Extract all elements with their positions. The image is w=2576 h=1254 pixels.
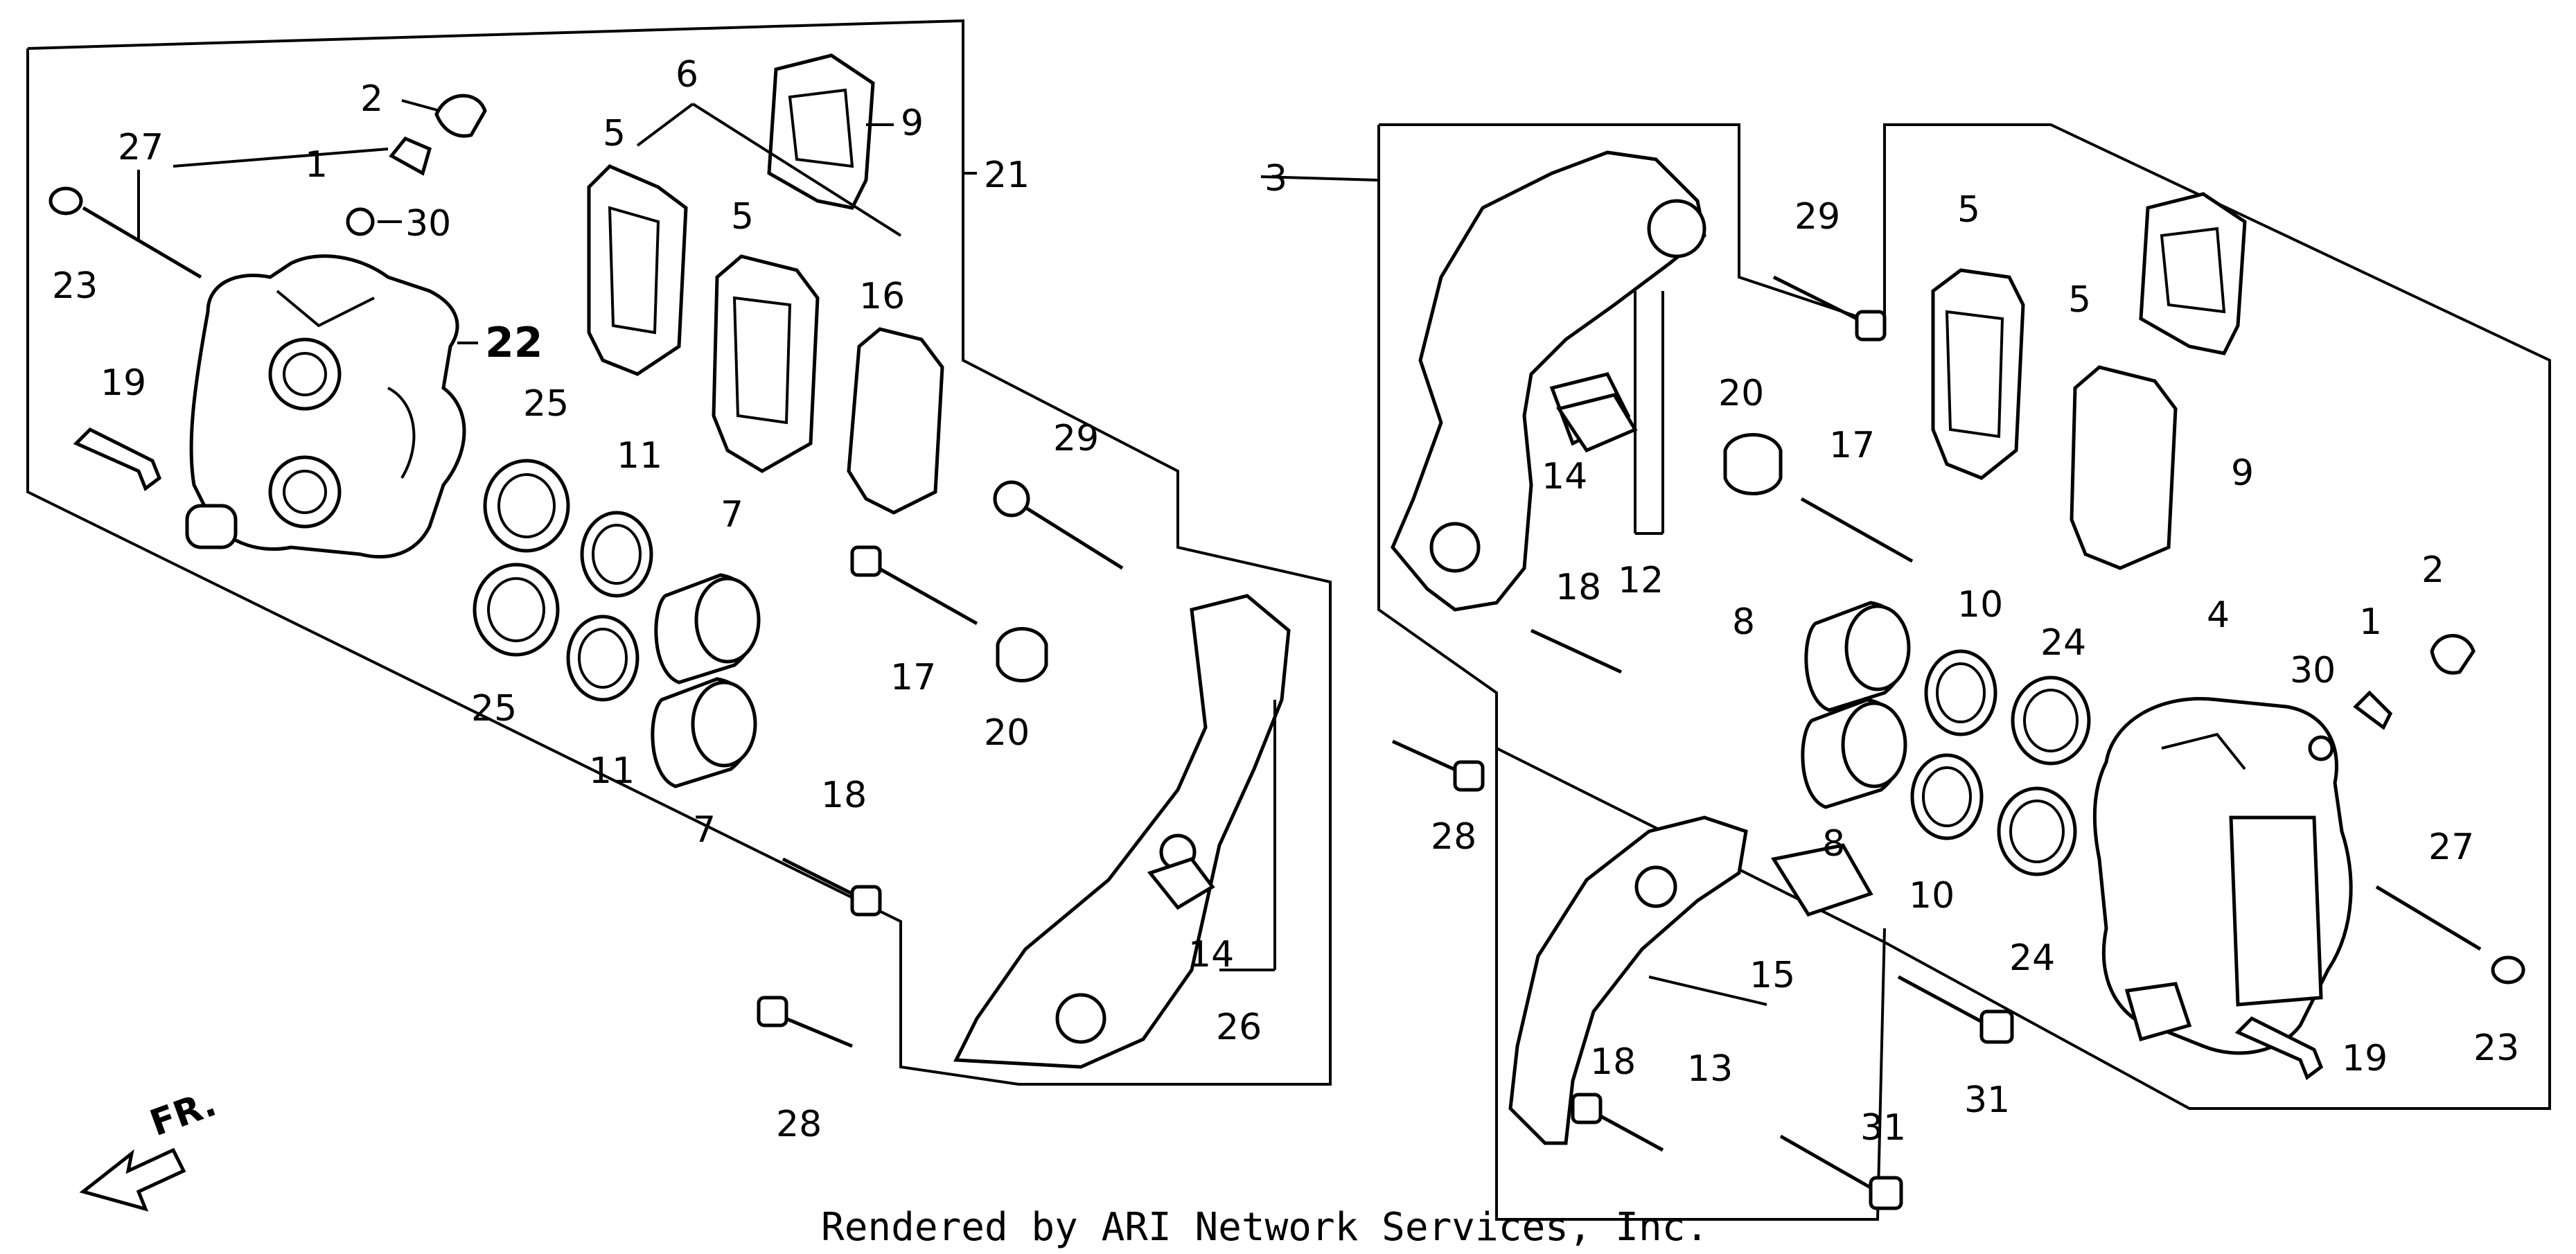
right-lower-bracket xyxy=(1508,393,1873,1152)
front-direction-label: FR. xyxy=(145,1083,222,1145)
label-23-right: 23 xyxy=(2473,1027,2519,1069)
label-21: 21 xyxy=(984,154,1030,196)
label-10-a: 10 xyxy=(1957,584,2003,626)
front-arrow-icon xyxy=(79,1147,186,1212)
label-20-left: 20 xyxy=(984,712,1030,754)
label-18-right-b: 18 xyxy=(1590,1041,1636,1083)
label-26: 26 xyxy=(1216,1007,1262,1048)
label-12: 12 xyxy=(1618,560,1664,601)
right-misc-parts xyxy=(1779,634,2525,1210)
render-credit: Rendered by ARI Network Services, Inc. xyxy=(821,1205,1709,1250)
label-1-right: 1 xyxy=(2359,601,2382,643)
right-caliper-body xyxy=(2092,697,2353,1055)
front-direction-indicator: FR. xyxy=(79,1083,222,1212)
label-7-b: 7 xyxy=(693,809,716,851)
label-5-right-a: 5 xyxy=(1957,189,1980,231)
label-28-left: 28 xyxy=(776,1104,822,1145)
label-23-left: 23 xyxy=(52,265,98,307)
label-14-left: 14 xyxy=(1188,934,1234,975)
label-5-left-b: 5 xyxy=(731,196,754,238)
label-24-b: 24 xyxy=(2009,937,2055,979)
left-caliper-body xyxy=(185,254,466,559)
right-bracket xyxy=(1391,150,1706,612)
label-6: 6 xyxy=(676,54,698,96)
label-11-a: 11 xyxy=(617,435,662,477)
label-5-left-a: 5 xyxy=(603,113,626,154)
label-13: 13 xyxy=(1687,1048,1733,1090)
label-19-right: 19 xyxy=(2342,1038,2388,1079)
label-31-b: 31 xyxy=(1860,1107,1906,1149)
label-20-right: 20 xyxy=(1718,373,1764,414)
right-pads xyxy=(1931,192,2247,570)
label-2-left: 2 xyxy=(360,78,383,120)
label-5-right-b: 5 xyxy=(2068,279,2091,321)
label-28-right: 28 xyxy=(1431,816,1476,858)
label-25-left-a: 25 xyxy=(523,383,569,425)
label-29-left: 29 xyxy=(1053,418,1099,459)
label-1-left: 1 xyxy=(305,144,328,186)
right-small-parts xyxy=(1391,275,2091,876)
label-2-right: 2 xyxy=(2421,549,2444,591)
label-8-b: 8 xyxy=(1822,823,1845,865)
label-22: 22 xyxy=(485,319,543,367)
label-18-left: 18 xyxy=(821,775,867,816)
label-30-right: 30 xyxy=(2290,650,2336,691)
left-pins-bracket xyxy=(757,480,1291,1069)
label-27-right: 27 xyxy=(2428,827,2474,868)
label-16: 16 xyxy=(859,276,905,317)
label-10-b: 10 xyxy=(1909,875,1955,917)
label-25-left-b: 25 xyxy=(471,688,517,730)
label-17-right: 17 xyxy=(1829,425,1875,466)
label-27-left: 27 xyxy=(118,127,164,168)
left-caliper-boundary xyxy=(26,19,1332,1086)
label-8-a: 8 xyxy=(1732,601,1755,643)
label-11-b: 11 xyxy=(589,750,635,792)
label-9-left: 9 xyxy=(901,103,924,144)
label-29-right: 29 xyxy=(1794,196,1840,238)
label-30-left: 30 xyxy=(405,203,451,245)
label-4: 4 xyxy=(2207,594,2230,636)
label-7-a: 7 xyxy=(721,494,743,536)
label-18-right-a: 18 xyxy=(1555,567,1601,608)
part-labels: 2 1 27 23 30 6 9 5 5 21 16 22 19 25 25 1… xyxy=(52,54,2519,1149)
label-19-left: 19 xyxy=(100,362,146,404)
label-15: 15 xyxy=(1749,955,1795,996)
label-14-right: 14 xyxy=(1542,456,1587,497)
left-small-parts xyxy=(48,94,761,788)
label-9-right: 9 xyxy=(2231,452,2254,494)
label-3: 3 xyxy=(1264,158,1287,200)
label-31-a: 31 xyxy=(1964,1079,2010,1121)
right-caliper-boundary xyxy=(1377,123,2551,1221)
label-24-a: 24 xyxy=(2040,622,2086,664)
label-17-left: 17 xyxy=(890,657,936,698)
leader-lines xyxy=(137,99,1767,1006)
